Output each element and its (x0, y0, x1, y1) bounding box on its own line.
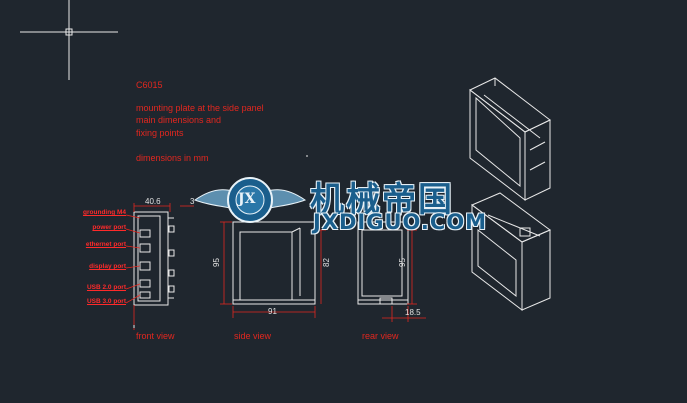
caption-front-view: front view (136, 331, 175, 341)
front-view-dimensions (125, 203, 194, 330)
caption-rear-view: rear view (362, 331, 399, 341)
watermark-chinese: 机械帝国 (310, 180, 454, 220)
side-view-drawing (232, 221, 316, 305)
watermark-logo (193, 177, 307, 223)
dim-front-gap: 3 (190, 197, 195, 206)
watermark-english: JXDIGUO.COM (313, 210, 488, 234)
dim-front-width: 40.6 (145, 197, 161, 206)
front-view-drawing (133, 211, 175, 306)
dim-rear-offset: 18.5 (405, 308, 421, 317)
crosshair-cursor (20, 0, 118, 80)
isometric-view-top (469, 77, 551, 202)
watermark-logo-text: JX (238, 191, 256, 207)
port-label-usb3: USB 3.0 port (86, 298, 126, 305)
isometric-view-bottom (471, 192, 551, 312)
port-label-usb2: USB 2.0 port (86, 284, 126, 291)
note-line-4: dimensions in mm (136, 153, 209, 163)
dim-side-height: 95 (211, 258, 221, 267)
port-label-ethernet: ethernet port (85, 241, 126, 248)
dim-side-height-2: 82 (321, 258, 331, 267)
drawing-title: C6015 (136, 80, 163, 90)
rear-view-dimensions (382, 229, 426, 322)
side-view-dimensions (220, 221, 326, 318)
caption-side-view: side view (234, 331, 272, 341)
dim-side-width: 91 (268, 307, 277, 316)
port-label-grounding: grounding M4 (83, 209, 126, 216)
port-label-power: power port (92, 224, 126, 231)
rear-view-drawing (357, 221, 409, 305)
note-line-3: fixing points (136, 128, 184, 138)
note-line-2: main dimensions and (136, 115, 222, 125)
dim-rear-height: 95 (397, 258, 407, 267)
port-label-display: display port (89, 263, 126, 270)
note-line-1: mounting plate at the side panel (136, 103, 264, 113)
